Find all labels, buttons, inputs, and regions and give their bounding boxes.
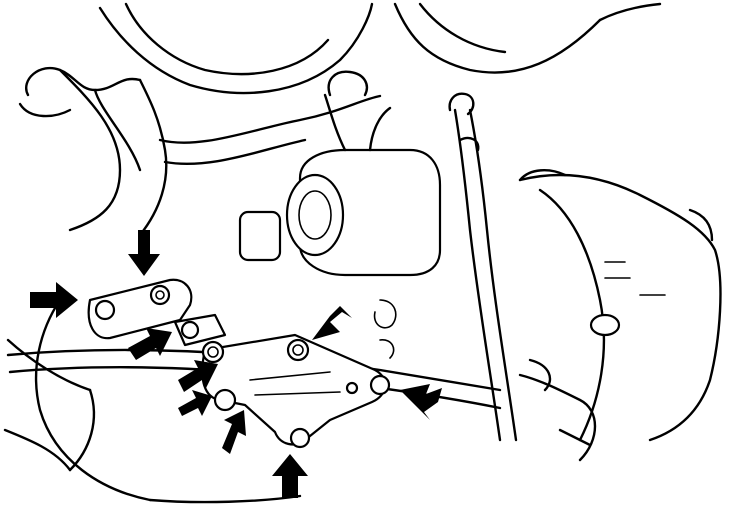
callout-arrows <box>30 230 442 498</box>
callout-arrow-4 <box>312 306 352 340</box>
callout-arrow-3 <box>128 328 172 360</box>
callout-arrow-5 <box>178 360 218 392</box>
engine-body-outline <box>3 2 722 504</box>
callout-arrow-2 <box>128 230 160 276</box>
mount-bracket-assembly <box>87 278 391 449</box>
callout-arrow-7 <box>400 384 442 420</box>
callout-arrow-1 <box>30 282 78 318</box>
callout-arrow-9 <box>178 390 212 416</box>
callout-arrow-8 <box>272 454 308 498</box>
callout-arrow-6 <box>222 410 246 454</box>
